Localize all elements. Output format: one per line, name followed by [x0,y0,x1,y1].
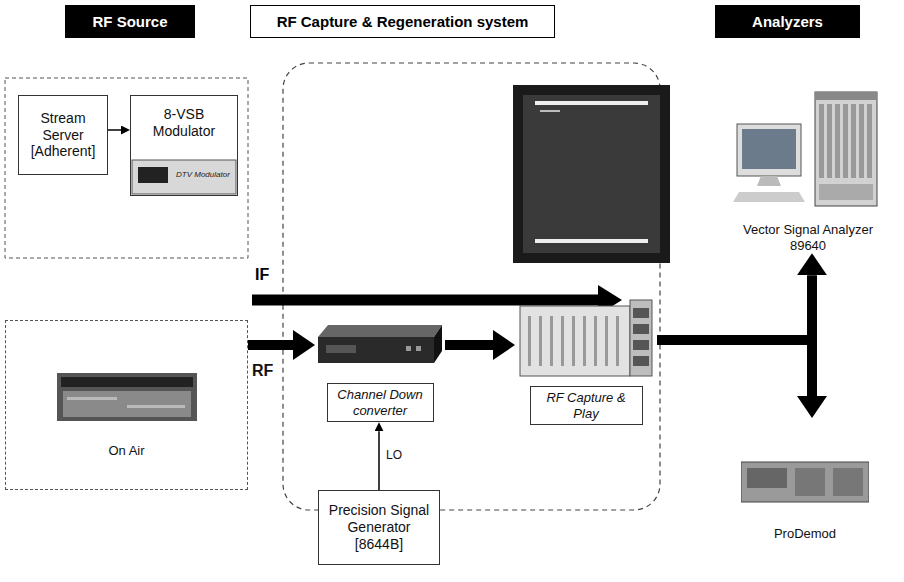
device-display [138,167,168,183]
edge-label: LO [386,448,402,462]
node-text: Vector Signal Analyzer 89640 [726,222,890,253]
conv-illustration [316,315,444,377]
signal-arrow [657,275,812,340]
device-vent [605,316,608,366]
demodulator-device: ProDemod [738,418,872,542]
annotation-label: IF [255,266,269,284]
section-header: RF Capture & Regeneration system [250,5,555,38]
device-vent [594,316,597,366]
screen-bar [535,101,648,105]
monitor-screen [742,129,796,169]
process-box: 8-VSB Modulator [130,95,238,196]
chassis-slot [851,104,856,178]
keyboard [733,192,805,202]
node-text: RF Source [92,13,167,30]
capture-illustration [518,296,654,380]
screen-mark [540,110,560,112]
monitor-frame [513,85,670,263]
broadcast-screen [63,391,191,417]
connector-arrow [108,129,121,131]
node-text: Precision Signal Generator [8644B] [323,502,435,552]
node-text: Channel Down converter [327,383,434,422]
device-vent [550,316,553,366]
onair-illustration [57,373,197,421]
node-text: ProDemod [774,526,836,542]
node-text: 8-VSB Modulator [135,106,233,140]
device-vent [572,316,575,366]
chassis-slot [835,104,840,178]
node-text: On Air [108,443,144,459]
chassis-slot [827,104,832,178]
chassis-body [815,92,877,206]
connector-arrow [378,431,380,490]
device-vent [539,316,542,366]
monitor-stand [757,176,781,186]
broadcast-band [61,377,193,387]
chassis-top [815,92,877,100]
device-panel [630,300,652,376]
device-front [318,337,434,363]
edge-label: RF [252,362,273,380]
generator-box: Precision Signal Generator [8644B] [318,490,440,565]
monitor-panel [513,85,670,263]
node-text: RF Capture & Regeneration system [277,13,529,30]
chassis-slot [819,104,824,178]
annotation-label: DTV Modulator [176,170,230,179]
section-header: RF Source [65,5,195,38]
prodemod-illustration [741,456,869,508]
node-text: Stream Server [Adherent] [23,110,103,160]
device-body [741,462,869,502]
device-panel [747,468,787,488]
device-panel [795,468,825,496]
device-vent [528,316,531,366]
drive-slot [633,324,649,334]
arrow-shaft [252,295,598,306]
drive-slot [633,356,649,366]
device-vent [583,316,586,366]
device-led [416,346,421,351]
broadcast-frame [57,373,197,421]
device-led [406,346,411,351]
device-side [434,325,442,363]
node-text: Analyzers [752,13,823,30]
system-region [283,63,660,510]
drive-slot [633,308,649,318]
monitor-screen [523,95,660,253]
signal-arrow [657,340,812,396]
chassis-slot [843,104,848,178]
source-group [5,78,248,258]
analyzer-device: Vector Signal Analyzer 89640 [726,88,890,253]
vsa-illustration [733,88,883,218]
capture-device: RF Capture & Play [515,296,657,425]
device-display [326,345,356,353]
modulator-device [132,160,236,194]
node-text: RF Capture & Play [530,386,643,425]
device-top [318,325,442,337]
signal-arrow [445,340,493,350]
converter-device: Channel Down converter [315,315,445,422]
process-box: Stream Server [Adherent] [18,95,108,175]
chassis-panel [819,184,873,200]
device-panel [833,468,863,496]
broadcast-line [67,397,117,400]
chassis-slot [867,104,872,178]
screen-bar [535,239,648,243]
drive-slot [633,340,649,350]
section-header: Analyzers [715,5,860,38]
signal-arrow [248,340,293,350]
device-vent [616,316,619,366]
device-body [132,160,236,194]
device-vent [561,316,564,366]
chassis-slot [859,104,864,178]
device-body [520,306,630,376]
monitor-body [737,124,801,176]
broadcast-line [127,405,185,408]
source-group: On Air [5,320,248,490]
